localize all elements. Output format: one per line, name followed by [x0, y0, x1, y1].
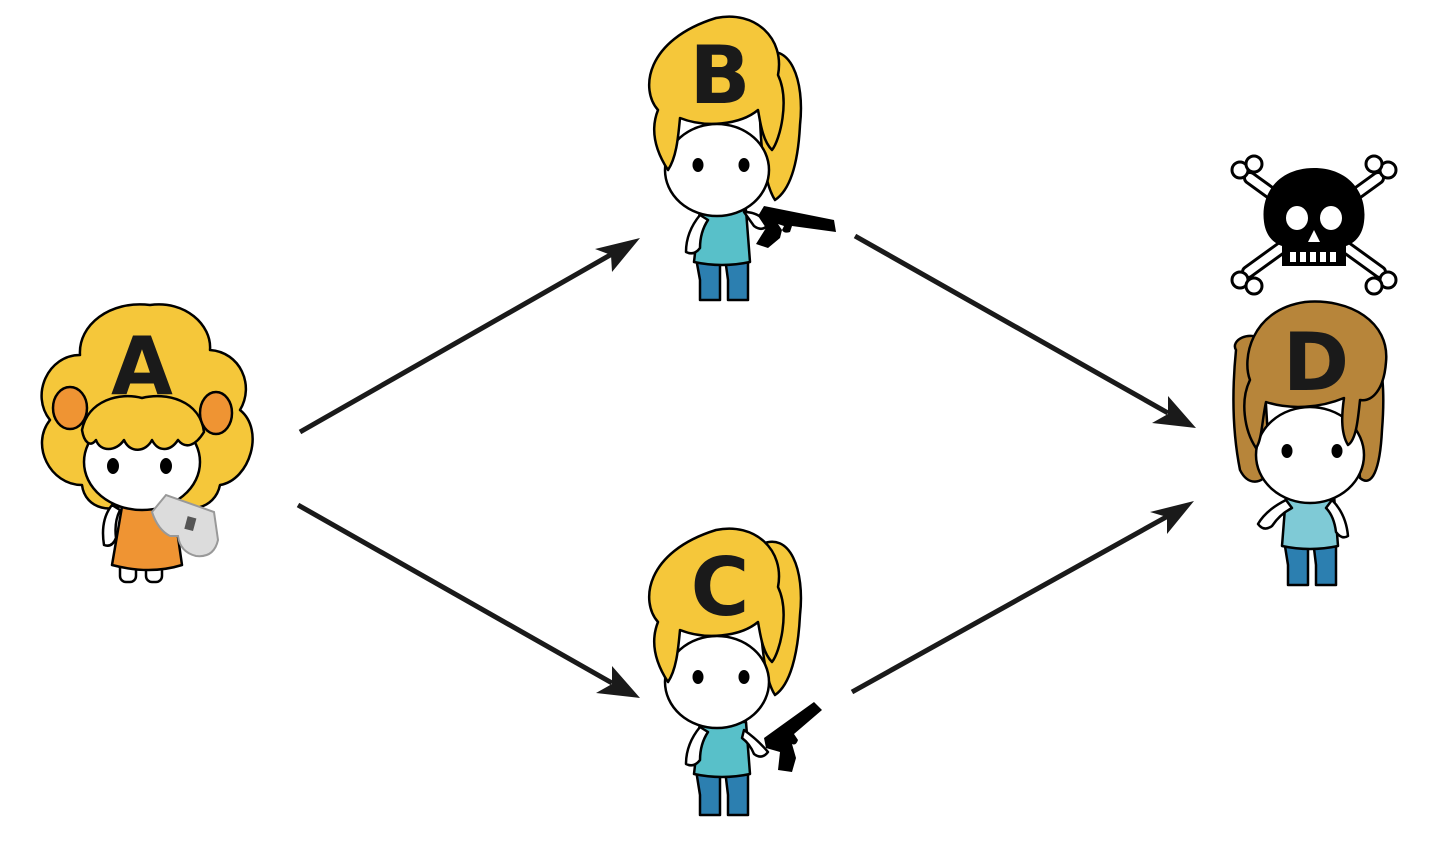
arrow-b-to-d	[853, 233, 1196, 428]
character-b-shirt	[692, 208, 752, 267]
character-b-hair	[647, 15, 785, 172]
character-a-label: A	[111, 320, 173, 413]
character-b: B	[647, 15, 836, 302]
character-a-left-eye	[107, 458, 119, 474]
character-b-legs	[694, 256, 750, 302]
skull-and-crossbones-icon	[1230, 154, 1398, 296]
character-c-shirt	[692, 720, 752, 779]
character-b-face	[663, 122, 771, 218]
whistle-icon	[150, 493, 220, 558]
character-d: D	[1232, 300, 1388, 587]
character-a-right-eye	[160, 458, 172, 474]
pistol-icon	[756, 206, 836, 248]
character-c-left-eye	[692, 670, 704, 684]
character-c-label: C	[691, 541, 750, 634]
character-b-label: B	[690, 29, 751, 122]
character-d-right-eye	[1331, 444, 1343, 458]
character-c-right-eye	[738, 670, 750, 684]
character-a-right-bun	[198, 390, 234, 436]
character-d-left-eye	[1281, 444, 1293, 458]
arrows	[296, 233, 1196, 698]
arrow-a-to-c	[296, 502, 640, 698]
character-d-hair	[1243, 300, 1388, 450]
character-d-label: D	[1283, 316, 1349, 409]
character-c-face	[663, 634, 771, 730]
character-b-right-eye	[738, 158, 750, 172]
character-c: C	[647, 527, 822, 817]
character-b-left-eye	[692, 158, 704, 172]
arrow-a-to-b	[298, 238, 640, 435]
arrow-c-to-d	[850, 501, 1194, 695]
character-a: A	[40, 303, 254, 584]
character-a-left-bun	[51, 385, 89, 431]
character-d-shirt	[1280, 493, 1340, 551]
pistol-icon	[764, 702, 822, 772]
character-c-hair	[647, 527, 785, 684]
